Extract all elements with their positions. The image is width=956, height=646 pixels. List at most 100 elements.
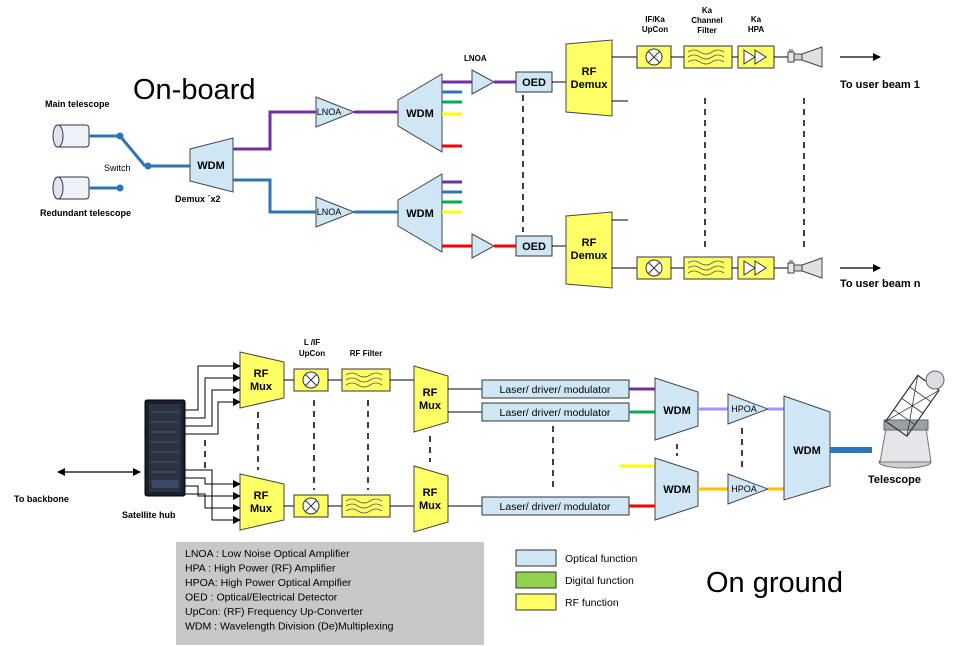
svg-text:Laser/ driver/ modulator: Laser/ driver/ modulator [500, 384, 611, 396]
rf-demux-lower-block: RF Demux [565, 211, 613, 289]
ground-chain-dots [313, 400, 369, 490]
path-blue-lower [233, 178, 316, 214]
svg-text:RF: RF [254, 368, 269, 380]
svg-text:RF: RF [254, 490, 269, 502]
ground-chain-headers: L /IF UpCon RF Filter [299, 338, 382, 358]
svg-text:RF Filter: RF Filter [350, 349, 382, 358]
rf-mux-upper-right-block: RF Mux [413, 365, 449, 433]
legend-label-rf: RF function [565, 597, 619, 609]
legend-swatch-digital [515, 571, 557, 589]
wdm-final-block: WDM [783, 395, 831, 501]
abbreviation-line: HPA : High Power (RF) Amplifier [185, 563, 336, 575]
wdm-ground-lower-block: WDM [654, 457, 699, 521]
lif-upcon-lower-block [293, 494, 329, 518]
oed-lower-block: OED [515, 235, 553, 257]
abbreviation-line: LNOA : Low Noise Optical Amplifier [185, 548, 350, 560]
telescope-label: Telescope [868, 474, 921, 486]
laser-block-3: Laser/ driver/ modulator [481, 496, 630, 516]
legend-swatch-rf [515, 593, 557, 611]
abbreviation-line: UpCon: (RF) Frequency Up-Converter [185, 606, 363, 618]
switch-label: Switch [104, 163, 131, 173]
svg-text:Laser/ driver/ modulator: Laser/ driver/ modulator [500, 501, 611, 513]
hpoa-upper-block: HPOA [727, 393, 770, 425]
abbreviation-line: WDM : Wavelength Division (De)Multiplexi… [185, 621, 394, 633]
abbreviation-box [176, 542, 484, 645]
rf-mux-lower-right-block: RF Mux [413, 465, 449, 533]
redundant-telescope-label: Redundant telescope [40, 208, 131, 218]
rf-filter-lower-block [341, 494, 391, 518]
upcon-lower-block [636, 256, 672, 280]
wdm-upper-block: WDM [397, 73, 443, 153]
beam1-label: To user beam 1 [840, 79, 920, 91]
ground-telescope-icon [878, 370, 945, 469]
lnoa-lower-block: LNOA [315, 196, 356, 228]
wdm-upper-outputs [442, 80, 472, 148]
svg-text:Channel: Channel [691, 16, 723, 25]
legend-swatch-optical [515, 549, 557, 567]
svg-text:WDM: WDM [406, 208, 434, 220]
rf-mux-upper-left-block: RF Mux [239, 351, 285, 409]
redundant-telescope-icon [52, 176, 90, 200]
svg-text:WDM: WDM [793, 445, 821, 457]
wdm-lower-block: WDM [397, 173, 443, 253]
svg-text:Mux: Mux [419, 500, 442, 512]
onboard-title: On-board [133, 74, 256, 106]
svg-text:LNOA: LNOA [317, 207, 342, 217]
svg-text:RF: RF [423, 387, 438, 399]
svg-text:Mux: Mux [250, 503, 273, 515]
backbone-label: To backbone [14, 494, 69, 504]
svg-text:WDM: WDM [406, 108, 434, 120]
svg-text:Filter: Filter [697, 26, 717, 35]
svg-text:OED: OED [522, 77, 546, 89]
antenna-upper-icon [787, 46, 823, 68]
svg-text:Demux: Demux [571, 79, 609, 91]
rf-mux-lower-left-block: RF Mux [239, 473, 285, 531]
laser-block-1: Laser/ driver/ modulator [481, 379, 630, 399]
svg-text:LNOA: LNOA [317, 107, 342, 117]
legend-label-optical: Optical function [565, 553, 638, 565]
svg-text:Demux: Demux [571, 250, 609, 262]
svg-text:HPA: HPA [748, 25, 765, 34]
beamn-label: To user beam n [840, 278, 921, 290]
lnoa-small-lower [471, 233, 496, 259]
svg-text:UpCon: UpCon [299, 349, 325, 358]
abbreviation-line: OED : Optical/Electrical Detector [185, 592, 338, 604]
abbreviation-line: HPOA: High Power Optical Ampifier [185, 577, 352, 589]
svg-text:RF: RF [582, 237, 597, 249]
svg-text:RF: RF [423, 487, 438, 499]
rf-demux-upper-block: RF Demux [565, 39, 613, 117]
onboard-chain-dots [704, 98, 805, 250]
satellite-hub-icon [144, 399, 186, 497]
demux-wdm-block: WDM [189, 137, 234, 193]
svg-text:L /IF: L /IF [304, 338, 320, 347]
svg-text:OED: OED [522, 241, 546, 253]
ka-filter-lower-block [683, 256, 733, 280]
svg-text:RF: RF [582, 66, 597, 78]
main-telescope-icon [52, 124, 90, 148]
svg-text:HPOA: HPOA [731, 484, 757, 494]
lnoa-small-label: LNOA [464, 54, 487, 63]
svg-text:Ka: Ka [702, 6, 713, 15]
main-telescope-label: Main telescope [45, 99, 110, 109]
laser-block-2: Laser/ driver/ modulator [481, 402, 630, 422]
legend-label-digital: Digital function [565, 575, 634, 587]
rf-filter-upper-block [341, 368, 391, 392]
mux-to-laser-links [448, 388, 482, 507]
legend: Optical function Digital function RF fun… [515, 549, 638, 611]
satellite-hub-label: Satellite hub [122, 510, 176, 520]
onground-title: On ground [706, 567, 843, 599]
svg-text:HPOA: HPOA [731, 404, 757, 414]
svg-text:Laser/ driver/ modulator: Laser/ driver/ modulator [500, 407, 611, 419]
svg-text:Ka: Ka [751, 15, 762, 24]
switch-icon [89, 132, 190, 192]
lnoa-small-upper [471, 69, 496, 95]
demux-x2-label: Demux ´x2 [175, 194, 221, 204]
ka-filter-upper-block [683, 45, 733, 69]
svg-text:Mux: Mux [419, 400, 442, 412]
hpoa-lower-block: HPOA [727, 473, 770, 505]
svg-text:WDM: WDM [663, 405, 691, 417]
svg-text:Mux: Mux [250, 381, 273, 393]
svg-text:UpCon: UpCon [642, 25, 668, 34]
